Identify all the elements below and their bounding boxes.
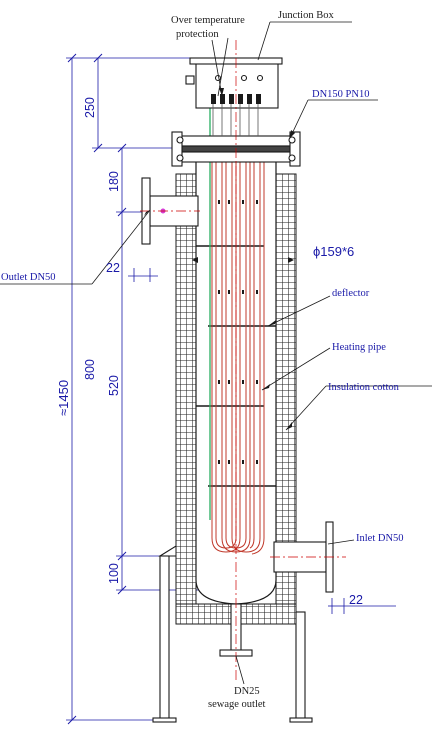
support-legs [152, 545, 313, 723]
dim-overall-height: ≈1450 [56, 380, 71, 416]
dim-body-length: 800 [83, 359, 97, 380]
deflector-plates [196, 245, 276, 487]
diameter-label: ϕ159*6 [313, 244, 354, 259]
dim-inlet-offset: 100 [107, 563, 121, 584]
pipe-clips [218, 200, 258, 464]
centerlines [140, 40, 346, 680]
inlet-label: Inlet DN50 [356, 533, 404, 544]
deflector-label: deflector [332, 288, 370, 299]
insulation-label: Insulation cotton [328, 382, 400, 393]
flange-spec-label: DN150 PN10 [312, 89, 369, 100]
terminal-leads [212, 104, 259, 136]
drain-name-label: sewage outlet [208, 699, 266, 710]
dim-top-height: 250 [83, 97, 97, 118]
junction-box-label: Junction Box [278, 10, 334, 21]
drain-size-label: DN25 [234, 686, 260, 697]
dim-inlet-stub: 22 [349, 593, 363, 607]
outlet-label: Outlet DN50 [1, 272, 56, 283]
dim-outlet-stub: 22 [106, 261, 120, 275]
dimension-ticks [67, 53, 127, 725]
over-temp-label-line1: Over temperature [171, 15, 245, 26]
heating-pipe-label: Heating pipe [332, 342, 386, 353]
over-temp-label-line2: protection [176, 29, 219, 40]
dim-nozzle-spacing: 520 [107, 375, 121, 396]
dim-outlet-offset: 180 [107, 171, 121, 192]
leader-arrows [144, 88, 295, 430]
terminal-posts [211, 94, 261, 104]
